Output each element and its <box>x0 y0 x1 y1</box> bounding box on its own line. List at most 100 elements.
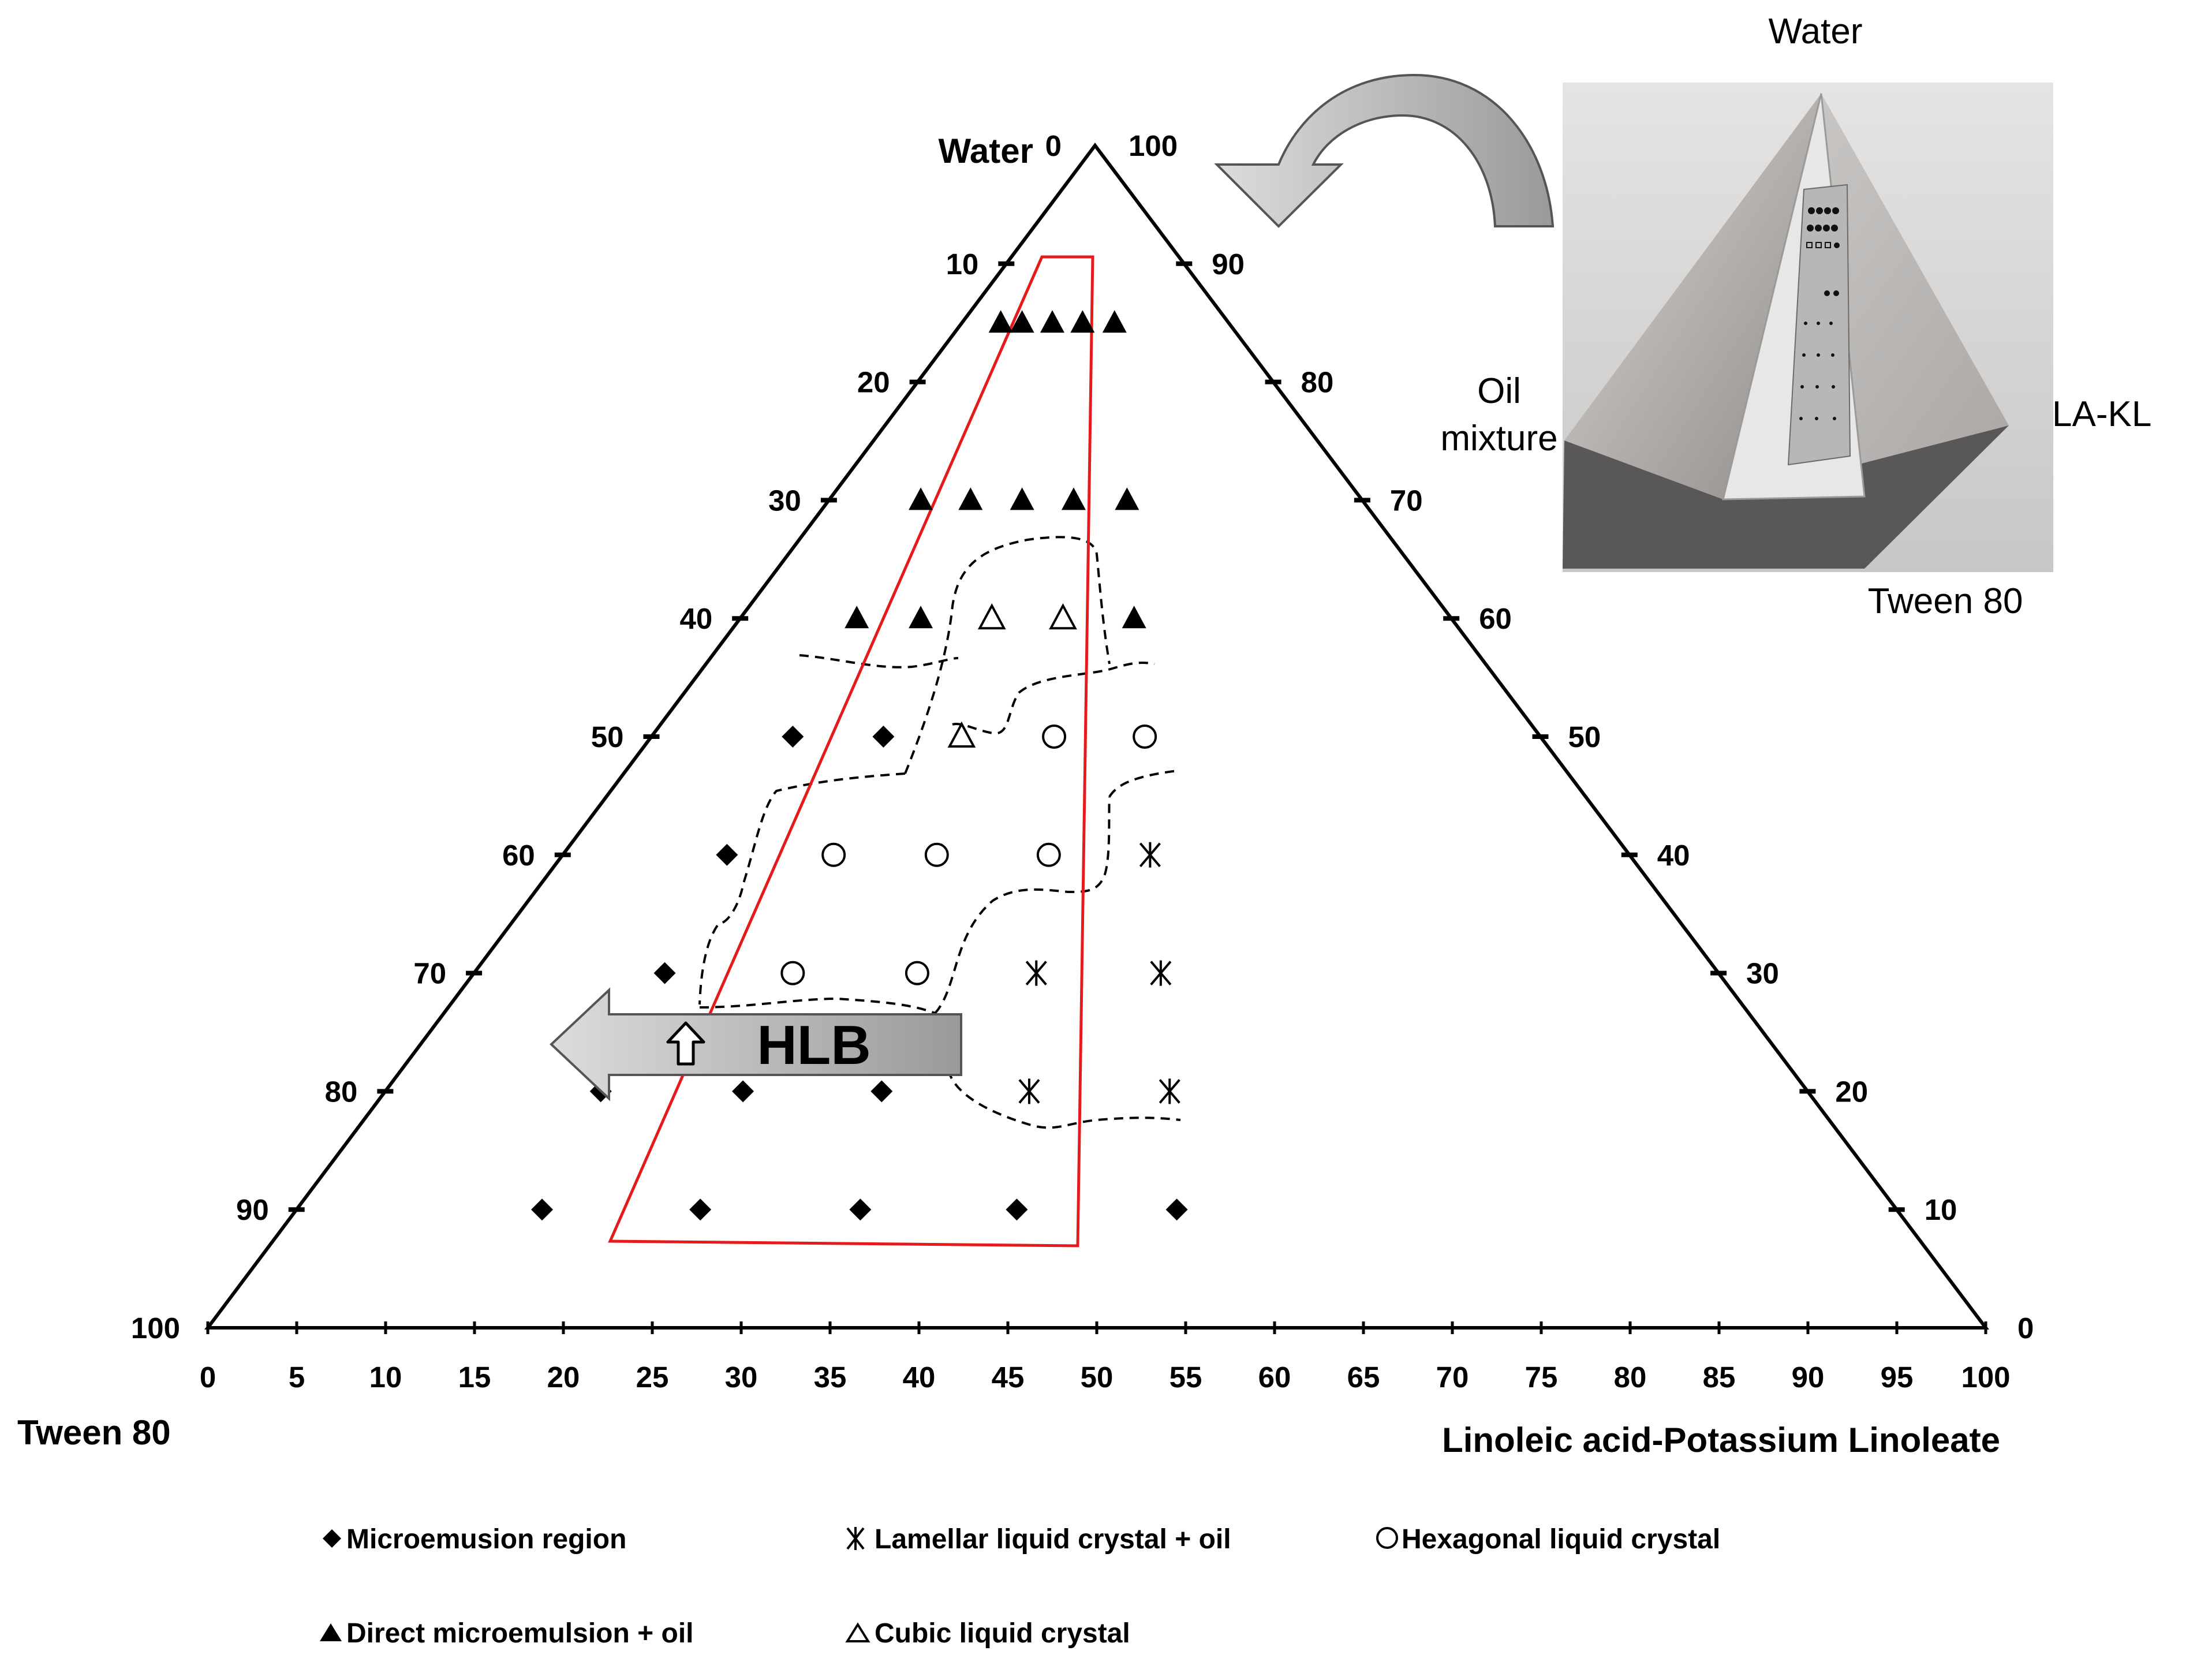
right-tick-label: 50 <box>1568 720 1601 753</box>
data-point-triangle <box>1122 606 1146 629</box>
data-point-triangle <box>1040 310 1064 333</box>
photo-label-tween80: Tween 80 <box>1868 581 2023 621</box>
data-point-triangle-open <box>947 721 976 748</box>
photo-face-left <box>1564 94 1821 499</box>
data-point-circle <box>1036 842 1061 867</box>
vertex-label-water: Water <box>939 132 1033 170</box>
bottom-tick-label: 75 <box>1525 1361 1558 1394</box>
data-point-triangle <box>1070 310 1095 333</box>
legend-label-hexagonal: Hexagonal liquid crystal <box>1402 1524 1720 1555</box>
data-point-triangle <box>988 310 1013 333</box>
data-point-triangle <box>909 487 933 510</box>
data-point-triangle <box>1102 310 1127 333</box>
bottom-tick-label: 45 <box>992 1361 1025 1394</box>
data-point-circle <box>821 842 846 867</box>
legend-label-cubic: Cubic liquid crystal <box>875 1618 1130 1649</box>
data-point-circle <box>780 961 805 985</box>
data-point-triangle <box>1010 487 1034 510</box>
photo-label-oil: Oil <box>1477 371 1521 411</box>
data-point-diamond <box>1165 1198 1188 1221</box>
boundary-cubic-hexagonal <box>952 662 1155 735</box>
hlb-arrow: HLB <box>550 987 962 1101</box>
boundary-hex-lamellar-upper <box>1108 770 1178 798</box>
data-point-circle <box>924 842 949 867</box>
bottom-tick-label: 50 <box>1081 1361 1114 1394</box>
left-tick-label: 40 <box>679 602 712 635</box>
bottom-tick-label: 60 <box>1258 1361 1291 1394</box>
hlb-arrow-shape <box>550 987 962 1101</box>
data-point-diamond <box>782 726 804 748</box>
left-tick-label: 0 <box>1045 129 1062 162</box>
data-point-diamond <box>732 1080 754 1103</box>
left-tick-label: 10 <box>946 248 979 281</box>
right-tick-label: 20 <box>1835 1075 1868 1108</box>
right-tick-label: 10 <box>1925 1193 1957 1226</box>
red-composition-region <box>608 255 1094 1248</box>
data-point-triangle <box>909 606 933 629</box>
legend-label-direct: Direct microemulsion + oil <box>346 1618 694 1649</box>
right-tick-label: 40 <box>1657 839 1690 872</box>
legend: Microemusion region Lamellar liquid crys… <box>320 1524 1720 1649</box>
legend-triangle-open-icon <box>845 1622 870 1642</box>
data-point-diamond <box>849 1198 872 1221</box>
boundary-direct-lower <box>799 654 959 669</box>
photo-label-water: Water <box>1768 12 1862 51</box>
data-point-triangle <box>958 487 983 510</box>
boundary-micro-hexagonal <box>698 772 906 1005</box>
data-point-diamond <box>872 726 895 748</box>
legend-diamond-icon <box>323 1529 341 1548</box>
legend-asterisk-icon <box>846 1527 865 1550</box>
curved-arrow <box>1214 73 1555 228</box>
data-point-asterisk <box>1150 960 1172 986</box>
right-tick-label: 70 <box>1390 484 1423 517</box>
data-point-asterisk <box>1018 1078 1040 1104</box>
bottom-tick-label: 80 <box>1614 1361 1647 1394</box>
bottom-tick-label: 30 <box>725 1361 758 1394</box>
bottom-tick-label: 20 <box>547 1361 580 1394</box>
legend-label-microemulsion: Microemusion region <box>346 1524 626 1555</box>
data-point-circle <box>905 961 929 985</box>
data-point-asterisk <box>1159 1078 1180 1104</box>
data-point-circle <box>1042 725 1067 749</box>
pyramid-photo: Water Oil mixture LA-KL Tween 80 <box>1440 12 2151 621</box>
bottom-tick-label: 55 <box>1169 1361 1202 1394</box>
curved-arrow-icon <box>1214 73 1555 228</box>
data-point-triangle <box>1061 487 1086 510</box>
legend-triangle-icon <box>320 1623 342 1641</box>
left-tick-label: 50 <box>591 720 624 753</box>
data-point-asterisk <box>1139 842 1161 868</box>
data-point-triangle <box>845 606 869 629</box>
photo-dots <box>1799 207 1840 420</box>
data-point-asterisk <box>1025 960 1047 986</box>
bottom-tick-label: 90 <box>1792 1361 1825 1394</box>
data-point-diamond <box>870 1080 893 1103</box>
right-tick-label: 80 <box>1301 366 1334 399</box>
data-point-diamond <box>1006 1198 1028 1221</box>
right-tick-label: 90 <box>1212 248 1245 281</box>
boundary-hex-lamellar <box>934 796 1111 1014</box>
left-tick-label: 90 <box>236 1193 269 1226</box>
data-point-triangle <box>1010 310 1034 333</box>
data-point-circle <box>1133 725 1157 749</box>
bottom-tick-label: 95 <box>1881 1361 1914 1394</box>
bottom-tick-label: 25 <box>636 1361 669 1394</box>
data-markers <box>531 310 1188 1221</box>
photo-label-mixture: mixture <box>1440 419 1557 458</box>
axis-title-tween80: Tween 80 <box>17 1413 171 1452</box>
axis-title-la-kl: Linoleic acid-Potassium Linoleate <box>1442 1421 2000 1459</box>
left-tick-label: 30 <box>768 484 801 517</box>
legend-item-hexagonal: Hexagonal liquid crystal <box>1376 1524 1720 1555</box>
data-point-diamond <box>716 843 738 866</box>
bottom-tick-label: 0 <box>200 1361 216 1394</box>
bottom-tick-label: 15 <box>458 1361 491 1394</box>
legend-circle-icon <box>1376 1527 1398 1549</box>
left-tick-label: 80 <box>325 1075 358 1108</box>
left-tick-label: 70 <box>413 957 446 990</box>
data-point-triangle-open <box>977 603 1006 630</box>
right-tick-label: 30 <box>1746 957 1779 990</box>
left-tick-label: 60 <box>502 839 535 872</box>
bottom-tick-label: 70 <box>1436 1361 1469 1394</box>
